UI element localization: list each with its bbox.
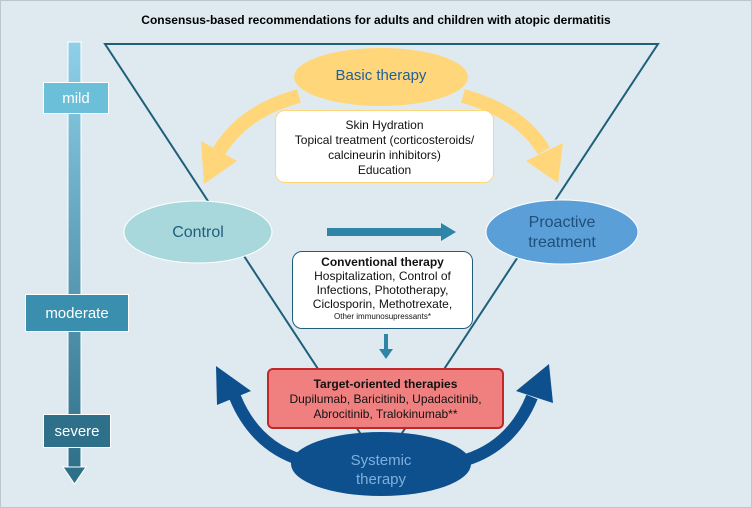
systemic-line-2: therapy xyxy=(355,471,407,488)
systemic-left-arrow xyxy=(229,394,303,466)
conventional-item-2: Infections, Phototherapy, xyxy=(316,283,449,297)
control-label: Control xyxy=(172,224,224,241)
control-to-proactive-arrow xyxy=(327,228,441,236)
basic-therapy-right-arrowhead xyxy=(526,143,563,183)
conventional-to-target-arrowhead xyxy=(379,349,393,359)
basic-therapy-left-arrow xyxy=(213,89,301,155)
proactive-line-1: Proactive xyxy=(528,214,596,231)
control-to-proactive-arrowhead xyxy=(441,223,456,241)
proactive-ellipse xyxy=(485,199,639,265)
target-item-2: Abrocitinib, Tralokinumab** xyxy=(313,407,458,421)
target-therapies-box: Target-oriented therapies Dupilumab, Bar… xyxy=(267,368,504,429)
systemic-line-1: Systemic xyxy=(350,452,412,469)
proactive-line-2: treatment xyxy=(528,234,596,251)
systemic-right-arrow xyxy=(464,394,538,466)
conventional-to-target-arrow xyxy=(384,334,388,351)
severity-severe: severe xyxy=(43,414,111,448)
conventional-therapy-box: Conventional therapy Hospitalization, Co… xyxy=(292,251,473,329)
basic-therapy-box: Skin Hydration Topical treatment (cortic… xyxy=(275,110,494,183)
conventional-item-3: Ciclosporin, Methotrexate, xyxy=(312,297,453,311)
systemic-therapy-ellipse xyxy=(291,432,471,496)
basic-therapy-left-arrowhead xyxy=(201,141,237,184)
severity-scale-arrowhead xyxy=(62,466,87,485)
basic-item-education: Education xyxy=(357,163,412,177)
severity-mild: mild xyxy=(43,82,109,114)
severity-moderate: moderate xyxy=(25,294,129,332)
target-item-1: Dupilumab, Baricitinib, Upadacitinib, xyxy=(289,392,482,406)
basic-item-calcineurin: calcineurin inhibitors) xyxy=(328,148,441,162)
diagram-title: Consensus-based recommendations for adul… xyxy=(141,13,611,27)
systemic-therapy-label: Systemic therapy xyxy=(301,451,461,489)
basic-therapy-label: Basic therapy xyxy=(335,67,427,84)
basic-item-hydration: Skin Hydration xyxy=(345,118,424,132)
systemic-right-arrowhead xyxy=(516,364,553,403)
target-heading: Target-oriented therapies xyxy=(313,377,458,391)
control-ellipse xyxy=(123,200,273,264)
proactive-label: Proactive treatment xyxy=(486,213,638,253)
basic-item-topical: Topical treatment (corticosteroids/ xyxy=(294,133,475,147)
systemic-left-arrowhead xyxy=(216,366,251,405)
basic-therapy-right-arrow xyxy=(461,89,551,155)
conventional-item-1: Hospitalization, Control of xyxy=(314,269,451,283)
conventional-footnote: Other immunosupressants* xyxy=(334,312,431,321)
conventional-heading: Conventional therapy xyxy=(321,255,444,269)
basic-therapy-ellipse xyxy=(294,48,468,106)
